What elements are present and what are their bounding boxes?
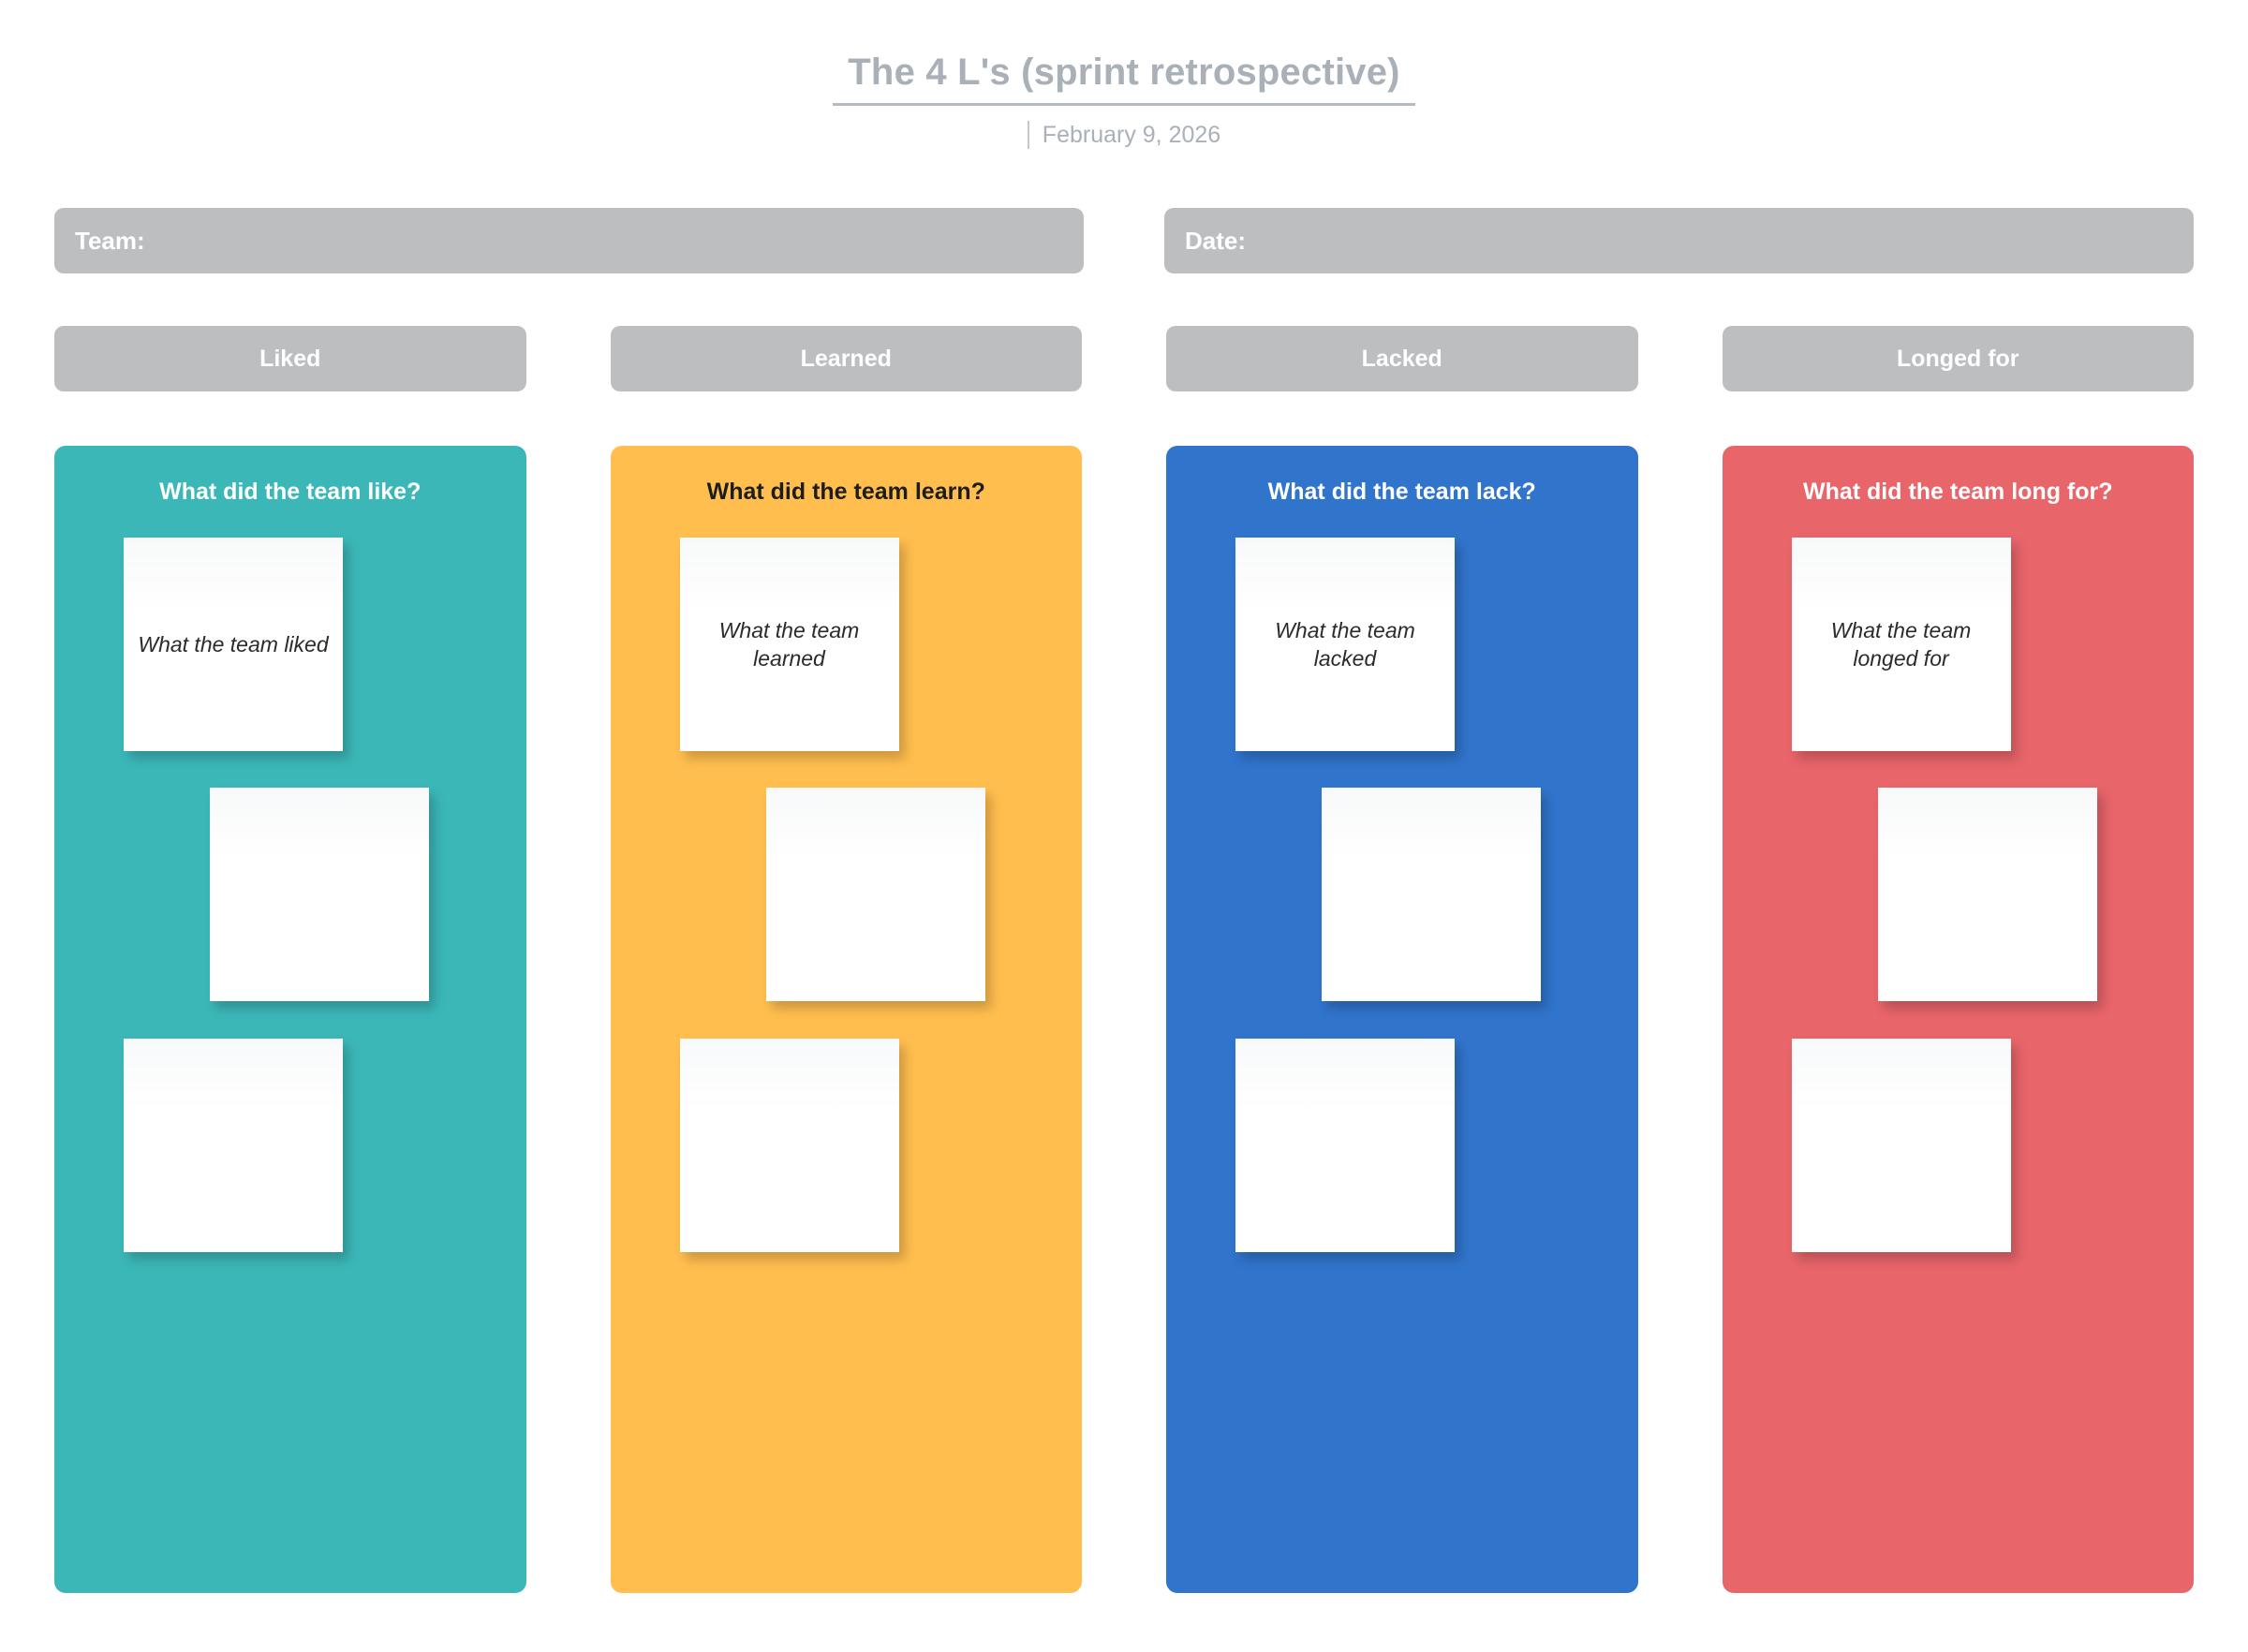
sticky-note[interactable]: What the team learned <box>679 538 899 751</box>
sticky-note[interactable]: What the team liked <box>124 538 343 751</box>
column-liked-notes: What the team liked <box>54 538 526 1277</box>
pill-liked-label: Liked <box>259 345 321 372</box>
sticky-note-text: What the team learned <box>718 617 860 671</box>
vertical-bar-icon <box>1027 121 1029 149</box>
sticky-note[interactable]: What the team longed for <box>1791 538 2011 751</box>
sticky-note[interactable] <box>1322 788 1541 1001</box>
sticky-note-text: What the team longed for <box>1830 617 1972 671</box>
subtitle-row: February 9, 2026 <box>0 121 2248 149</box>
pill-lacked-label: Lacked <box>1361 345 1442 372</box>
sticky-note[interactable]: What the team lacked <box>1235 538 1455 751</box>
page-date: February 9, 2026 <box>1042 121 1221 148</box>
column-lacked-title: What did the team lack? <box>1267 479 1536 505</box>
sticky-note[interactable] <box>210 788 429 1001</box>
pill-liked[interactable]: Liked <box>54 326 526 391</box>
sticky-note[interactable] <box>1791 1039 2011 1252</box>
sticky-note[interactable] <box>124 1039 343 1252</box>
retrospective-board: Team: Date: Liked Learned Lacked Longed … <box>54 208 2194 1593</box>
column-learned-notes: What the team learned <box>611 538 1083 1277</box>
page-title: The 4 L's (sprint retrospective) <box>848 52 1400 93</box>
sticky-note[interactable] <box>679 1039 899 1252</box>
column-longed-for[interactable]: What did the team long for? What the tea… <box>1722 446 2195 1593</box>
pill-learned-label: Learned <box>800 345 892 372</box>
sticky-note[interactable] <box>1877 788 2097 1001</box>
sticky-note-text: What the team lacked <box>1275 617 1415 671</box>
team-field[interactable]: Team: <box>54 208 1084 273</box>
column-lacked[interactable]: What did the team lack? What the team la… <box>1166 446 1638 1593</box>
pill-longed-for[interactable]: Longed for <box>1722 326 2194 391</box>
column-learned[interactable]: What did the team learn? What the team l… <box>610 446 1083 1593</box>
column-learned-title: What did the team learn? <box>706 479 985 505</box>
team-label: Team: <box>75 226 145 255</box>
column-liked[interactable]: What did the team like? What the team li… <box>54 446 526 1593</box>
sticky-note[interactable] <box>765 788 985 1001</box>
sticky-note-text: What the team liked <box>138 631 329 656</box>
date-label: Date: <box>1185 226 1247 255</box>
column-liked-title: What did the team like? <box>159 479 422 505</box>
columns-row: What did the team like? What the team li… <box>54 446 2194 1593</box>
pill-lacked[interactable]: Lacked <box>1166 326 1638 391</box>
category-pill-row: Liked Learned Lacked Longed for <box>54 326 2194 391</box>
page-title-underline: The 4 L's (sprint retrospective) <box>833 51 1415 106</box>
column-longed-for-title: What did the team long for? <box>1802 479 2113 505</box>
date-field[interactable]: Date: <box>1164 208 2194 273</box>
page-header: The 4 L's (sprint retrospective) Februar… <box>0 0 2248 149</box>
pill-longed-for-label: Longed for <box>1896 345 2019 372</box>
column-lacked-notes: What the team lacked <box>1166 538 1638 1277</box>
meta-row: Team: Date: <box>54 208 2194 273</box>
sticky-note[interactable] <box>1235 1039 1455 1252</box>
column-longed-for-notes: What the team longed for <box>1723 538 2195 1277</box>
pill-learned[interactable]: Learned <box>610 326 1082 391</box>
